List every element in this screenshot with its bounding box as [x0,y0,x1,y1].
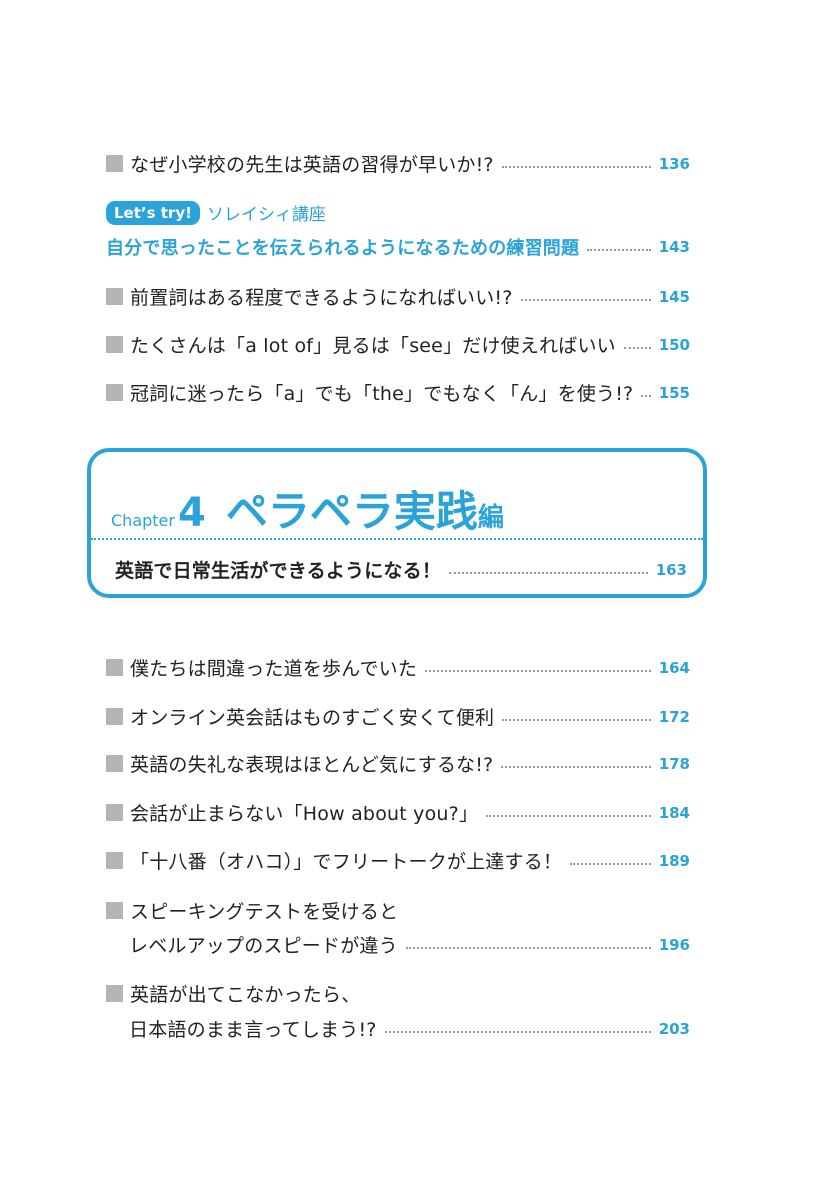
page-number: 145 [658,287,690,306]
dot-leader [501,765,651,768]
toc-entry: 冠詞に迷ったら「a」でも「the」でもなく「ん」を使う!? 155 [106,379,690,406]
dot-leader [384,1030,651,1033]
bullet-square-icon [106,755,123,772]
bullet-square-icon [106,659,123,676]
entry-title: 僕たちは間違った道を歩んでいた [130,658,418,680]
dot-leader [641,394,651,397]
page-number: 203 [658,1019,690,1038]
chapter-label: Chapter [111,511,175,530]
entry-title-continued: 日本語のまま言ってしまう!? [129,1019,377,1041]
entry-title: 英語の失礼な表現はほとんど気にするな!? [130,754,494,776]
bullet-square-icon [106,336,123,353]
entry-title: スピーキングテストを受けると [130,901,399,923]
toc-entry: 会話が止まらない「How about you?」 184 [106,799,690,826]
page-number: 143 [658,238,690,256]
lets-try-heading: Let’s try! ソレイシィ講座 [106,200,326,225]
entry-title-continued: レベルアップのスピードが違う [129,935,398,957]
chapter-number: 4 [177,490,206,536]
toc-entry: 僕たちは間違った道を歩んでいた 164 [106,654,690,681]
chapter-title: ペラペラ実践 [225,487,478,536]
bullet-square-icon [106,852,123,869]
bullet-square-icon [106,384,123,401]
dot-leader [520,298,651,301]
page-number: 196 [658,935,690,954]
bullet-square-icon [106,708,123,725]
lets-try-title: ソレイシィ講座 [206,205,326,225]
toc-entry: 前置詞はある程度できるようになればいい!? 145 [106,283,690,310]
lets-try-entry: 自分で思ったことを伝えられるようになるための練習問題 143 [106,234,690,260]
lets-try-badge: Let’s try! [106,200,200,225]
toc-entry-line2: レベルアップのスピードが違う 196 [129,931,690,958]
entry-title: オンライン英会話はものすごく安くて便利 [130,707,495,729]
page-number: 155 [658,383,690,402]
page-number: 184 [658,803,690,822]
chapter-subtitle-row: 英語で日常生活ができるようになる！ 163 [115,556,687,583]
dot-leader [449,571,648,574]
chapter-subtitle: 英語で日常生活ができるようになる！ [115,560,442,582]
page-number: 164 [658,658,690,677]
page-number: 150 [658,335,690,354]
bullet-square-icon [106,288,123,305]
page-number: 136 [658,154,690,173]
chapter-divider [91,538,703,540]
dot-leader [623,346,651,349]
dot-leader [502,718,651,721]
page-number: 178 [658,754,690,773]
entry-title: 冠詞に迷ったら「a」でも「the」でもなく「ん」を使う!? [130,383,634,405]
entry-title: 「十八番（オハコ）」でフリートークが上達する！ [130,851,563,873]
dot-leader [486,814,651,817]
dot-leader [405,946,651,949]
bullet-square-icon [106,902,123,919]
chapter-title-suffix: 編 [477,503,504,533]
toc-entry-line2: 日本語のまま言ってしまう!? 203 [129,1015,690,1042]
dot-leader [570,862,651,865]
page-number: 163 [655,560,687,579]
lets-try-subtitle: 自分で思ったことを伝えられるようになるための練習問題 [106,238,580,259]
toc-entry: 「十八番（オハコ）」でフリートークが上達する！ 189 [106,847,690,874]
toc-entry: たくさんは「a lot of」見るは「see」だけ使えればいい 150 [106,331,690,358]
bullet-square-icon [106,985,123,1002]
entry-title: 前置詞はある程度できるようになればいい!? [130,287,513,309]
toc-entry-line1: スピーキングテストを受けると [106,897,690,924]
entry-title: 英語が出てこなかったら、 [130,984,361,1006]
toc-entry: なぜ小学校の先生は英語の習得が早いか!? 136 [106,150,690,177]
toc-entry: 英語の失礼な表現はほとんど気にするな!? 178 [106,750,690,777]
bullet-square-icon [106,155,123,172]
page-number: 189 [658,851,690,870]
dot-leader [425,669,651,672]
bullet-square-icon [106,804,123,821]
entry-title: たくさんは「a lot of」見るは「see」だけ使えればいい [130,335,616,357]
page-number: 172 [658,707,690,726]
chapter-heading: Chapter 4 ペラペラ実践 編 [111,478,504,539]
dot-leader [501,165,651,168]
toc-entry-line1: 英語が出てこなかったら、 [106,980,690,1007]
toc-entry: オンライン英会話はものすごく安くて便利 172 [106,703,690,730]
entry-title: なぜ小学校の先生は英語の習得が早いか!? [130,154,494,176]
dot-leader [587,249,651,251]
chapter-box: Chapter 4 ペラペラ実践 編 英語で日常生活ができるようになる！ 163 [87,448,707,598]
entry-title: 会話が止まらない「How about you?」 [130,803,479,825]
